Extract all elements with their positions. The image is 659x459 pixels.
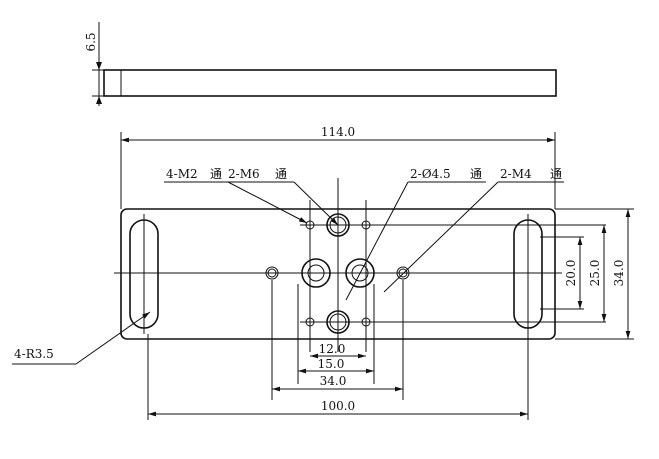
m2-hole-top-left: [304, 219, 316, 231]
side-view: 6.5: [84, 22, 557, 106]
m6-hole-top: [326, 213, 350, 237]
spacing-34-label: 34.0: [320, 374, 347, 388]
callout-m6: 2-M6 通: [226, 167, 339, 226]
dimension-spacing-12: 12.0: [310, 342, 366, 359]
phi45-hole-right: [345, 258, 375, 288]
callout-m6-through: 通: [275, 167, 287, 181]
thickness-arrow-bottom: [96, 96, 102, 104]
overall-length-label: 114.0: [321, 125, 355, 139]
spacing-15-label: 15.0: [318, 357, 345, 371]
callout-m4-label: 2-M4: [500, 167, 532, 181]
callout-m6-label: 2-M6: [228, 167, 260, 181]
dimension-spacing-15: 15.0: [298, 357, 374, 374]
callout-phi45-label: 2-Ø4.5: [410, 167, 451, 181]
m2-hole-top-right: [360, 219, 372, 231]
side-view-outline: [103, 69, 557, 97]
callout-radius-label: 4-R3.5: [14, 347, 54, 361]
height-20-label: 20.0: [564, 260, 578, 287]
m4-hole-right: [396, 266, 410, 280]
m4-hole-left: [265, 266, 279, 280]
callout-m2-through: 通: [210, 167, 222, 181]
m2-hole-bottom-left: [304, 316, 316, 328]
height-34-label: 34.0: [612, 260, 626, 287]
dimension-height-34: 34.0: [555, 208, 634, 340]
callout-m4: 2-M4 通: [383, 167, 564, 293]
callout-phi45: 2-Ø4.5 通: [345, 167, 486, 301]
dimension-spacing-34: 34.0: [272, 374, 403, 392]
callout-m2-label: 4-M2: [166, 167, 198, 181]
dimension-overall-length: 114.0: [120, 125, 556, 209]
dimension-height-25: 25.0: [588, 225, 607, 322]
m6-hole-bottom: [326, 310, 350, 334]
spacing-12-label: 12.0: [319, 342, 346, 356]
height-25-label: 25.0: [588, 260, 602, 287]
callout-m2: 4-M2 通: [164, 167, 308, 224]
slot-spacing-label: 100.0: [321, 399, 355, 413]
m2-hole-bottom-right: [360, 316, 372, 328]
dimension-slot-spacing: 100.0: [148, 399, 528, 417]
dimension-height-20: 20.0: [564, 237, 583, 309]
callout-radius: 4-R3.5: [12, 311, 151, 365]
callout-phi45-through: 通: [470, 167, 482, 181]
thickness-label: 6.5: [84, 32, 98, 51]
callout-m4-through: 通: [550, 167, 562, 181]
top-view: [114, 178, 606, 420]
thickness-arrow-top: [96, 62, 102, 70]
phi45-hole-left: [301, 258, 331, 288]
